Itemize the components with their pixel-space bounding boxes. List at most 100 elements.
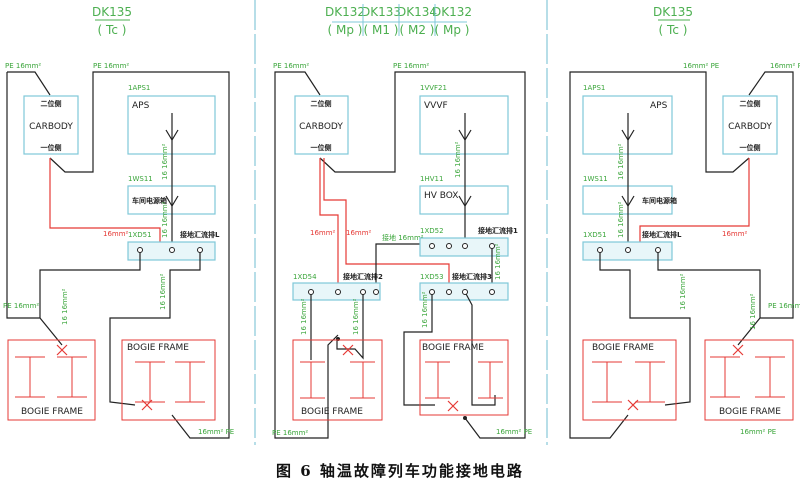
arrow-icon — [458, 195, 472, 208]
busbar-label: 接地汇流排L — [642, 230, 682, 239]
busbar-tag: 1XD53 — [420, 273, 444, 281]
car-code: DK132 — [432, 5, 472, 19]
ground-wire — [7, 71, 51, 96]
wire-label: 16 16mm² — [61, 288, 69, 325]
wire-label: 16 16mm² — [494, 243, 502, 280]
carbody-box — [722, 95, 778, 155]
ground-wire — [274, 71, 339, 439]
wheelset-icon — [300, 361, 375, 399]
ground-wire — [569, 71, 750, 439]
car-code: DK134 — [397, 5, 437, 19]
ground-wire — [319, 71, 526, 439]
bogie-label: BOGIE FRAME — [127, 343, 189, 353]
wire-label: 16 16mm² — [749, 293, 757, 330]
arrow-icon — [458, 129, 472, 142]
device-label: 车间电源箱 — [642, 196, 677, 205]
arrow-icon — [621, 129, 635, 142]
fault-wire — [319, 158, 339, 292]
car-type: ( Tc ) — [98, 23, 127, 37]
fault-wire — [49, 158, 161, 250]
bogie-label: BOGIE FRAME — [301, 407, 363, 417]
terminal — [655, 247, 661, 253]
wire-label: 16mm² PE — [496, 428, 532, 436]
panel-tc-left: DK135 ( Tc ) PE 16mm² PE 16mm² 二位侧 CARBO… — [3, 5, 234, 439]
arrow-icon — [621, 195, 635, 208]
bogie-frame-box — [7, 339, 96, 421]
terminal — [597, 247, 603, 253]
car-code: DK132 — [325, 5, 365, 19]
device-tag: 1WS11 — [128, 175, 153, 183]
fault-cross-icon — [56, 344, 68, 356]
wire-label: 16mm² — [346, 229, 372, 237]
title-divider — [332, 4, 467, 36]
terminal — [625, 247, 631, 253]
car-type: ( Mp ) — [435, 23, 470, 37]
wire-label: PE 16mm² — [768, 302, 800, 310]
wheelset-icon — [135, 361, 205, 403]
terminal — [429, 243, 435, 249]
wire-label: 16mm² PE — [683, 62, 719, 70]
bogie-frame-box — [582, 339, 677, 421]
wire-label: 16mm² PE — [198, 428, 234, 436]
wire-label: 16mm² — [310, 229, 336, 237]
device-label: APS — [650, 101, 668, 111]
wire-label: 16 16mm² — [300, 298, 308, 335]
wire-label: 16 16mm² — [617, 201, 625, 238]
car-code: DK135 — [92, 5, 132, 19]
carbody-box — [294, 95, 349, 155]
terminal — [197, 247, 203, 253]
busbar-label: 接地汇流排2 — [343, 272, 383, 281]
bogie-label: BOGIE FRAME — [422, 343, 484, 353]
circuit-diagram: DK135 ( Tc ) PE 16mm² PE 16mm² 二位侧 CARBO… — [3, 0, 800, 445]
vvvf-box — [419, 95, 509, 155]
ground-wire — [49, 71, 230, 439]
car-type: ( Mp ) — [328, 23, 363, 37]
fault-cross-icon — [342, 344, 354, 356]
bogie-frame-box — [292, 339, 383, 421]
car-type: ( M1 ) — [364, 23, 399, 37]
wire-label: 16mm² — [103, 230, 129, 238]
wire-label: 16 16mm² — [159, 273, 167, 310]
arrow-icon — [165, 129, 179, 142]
ground-wire — [737, 71, 794, 346]
car-type: ( Tc ) — [659, 23, 688, 37]
wheelset-icon — [425, 361, 503, 399]
fault-wire — [323, 158, 450, 292]
arrow-icon — [165, 195, 179, 208]
busbar-label: 接地汇流排L — [180, 230, 220, 239]
terminal — [462, 289, 468, 295]
car-code: DK135 — [653, 5, 693, 19]
fault-cross-icon — [447, 400, 459, 412]
wire-label: 16 16mm² — [454, 141, 462, 178]
figure-caption: 图 6 轴温故障列车功能接地电路 — [276, 462, 524, 480]
wire-label: PE 16mm² — [93, 62, 129, 70]
carbody-side-label: 二位侧 — [311, 99, 332, 108]
panel-motor-cars: DK132 ( Mp ) DK133 ( M1 ) DK134 ( M2 ) D… — [272, 4, 532, 439]
device-label: HV BOX — [424, 191, 458, 201]
terminal — [360, 289, 366, 295]
carbody-side-label: 一位侧 — [740, 143, 761, 152]
busbar-label: 接地汇流排1 — [478, 226, 518, 235]
terminals — [308, 243, 495, 295]
wire-label: 16 16mm² — [352, 298, 360, 335]
hv-box — [419, 185, 509, 215]
ground-wire — [375, 243, 432, 292]
busbar-label: 接地汇流排3 — [452, 272, 492, 281]
wheelset-icon — [592, 361, 665, 403]
wire-label: 16 16mm² — [161, 143, 169, 180]
carbody-label: CARBODY — [728, 122, 772, 132]
busbar-tag: 1XD54 — [293, 273, 317, 281]
ground-wire — [657, 250, 761, 318]
wire-label: PE 16mm² — [5, 62, 41, 70]
busbar-tag: 1XD52 — [420, 227, 444, 235]
carbody-side-label: 二位侧 — [41, 99, 62, 108]
terminal — [446, 289, 452, 295]
wire-label: 16 16mm² — [617, 143, 625, 180]
device-tag: 1VVF21 — [420, 84, 447, 92]
ground-wire — [39, 250, 141, 318]
device-label: 车间电源箱 — [132, 196, 167, 205]
ground-wire — [599, 250, 691, 406]
bogie-frame-box — [419, 339, 509, 416]
device-tag: 1HV11 — [420, 175, 443, 183]
